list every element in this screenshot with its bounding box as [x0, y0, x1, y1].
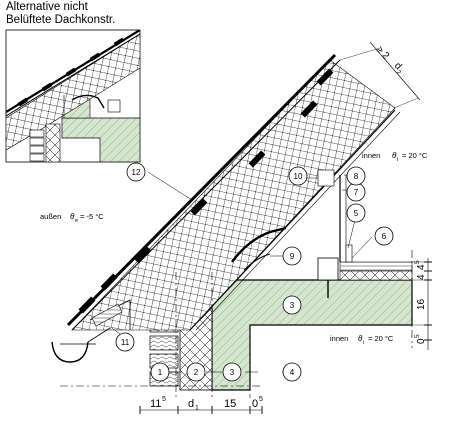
inside-top-symbol: θ	[392, 151, 397, 160]
dim-bottom-4: 0	[252, 398, 258, 410]
callout-circle-3	[222, 362, 242, 382]
inside-bottom-sub: i	[363, 340, 364, 346]
callout-circle-6	[374, 226, 394, 246]
callout-label-11: 11	[121, 338, 130, 347]
callout-label-3: 3	[290, 301, 295, 310]
callout-label-2: 2	[194, 368, 199, 377]
callout-circle-3	[282, 295, 302, 315]
callout-circle-1	[150, 362, 170, 382]
inside-bottom-value: = 20 °C	[368, 334, 394, 343]
callout-circle-10	[288, 166, 308, 186]
callout-label-4: 4	[290, 368, 295, 377]
inside-label-bottom: innen	[330, 334, 348, 343]
outside-temp-symbol: θ	[70, 212, 75, 221]
title-line-2: Belüftete Dachkonstr.	[6, 14, 116, 26]
inside-label-top: innen	[362, 151, 380, 160]
callout-circle-11	[115, 332, 135, 352]
dim-bottom-2: d	[188, 398, 194, 410]
inside-top-value: = 20 °C	[402, 151, 428, 160]
callout-circle-4	[282, 362, 302, 382]
callout-label-8: 8	[354, 172, 359, 181]
callout-circle-9	[282, 246, 302, 266]
dim-right-4: 0	[416, 338, 427, 344]
outside-temp-sub: e	[75, 218, 78, 224]
callout-label-3: 3	[230, 368, 235, 377]
dim-bottom-2-sub: 1	[195, 405, 199, 412]
callout-label-5: 5	[354, 209, 359, 218]
dim-right-1: 4	[416, 264, 427, 270]
dim-right-4-sup: 5	[414, 334, 421, 338]
callout-label-12: 12	[132, 168, 141, 177]
callout-label-7: 7	[354, 188, 359, 197]
callout-label-9: 9	[290, 252, 295, 261]
inset-detail	[5, 29, 141, 163]
dim-top-geq: ≥	[374, 44, 386, 56]
title-line-1: Alternative nicht	[6, 1, 88, 13]
dim-right-2: 4	[416, 274, 427, 280]
inside-bottom-symbol: θ	[358, 334, 363, 343]
dim-top-value: 2	[379, 50, 391, 62]
callout-circle-12	[126, 162, 146, 182]
gutter	[51, 341, 89, 363]
dim-top-d2: d	[392, 60, 404, 72]
callout-circle-8	[346, 166, 366, 186]
main-section-drawing	[51, 41, 432, 414]
outside-label: außen	[40, 212, 61, 221]
dim-bottom-4-sup: 5	[259, 396, 263, 403]
inside-top-sub: i	[397, 157, 398, 163]
callout-circle-2	[186, 362, 206, 382]
outside-temp-value: = -5 °C	[80, 212, 104, 221]
dim-right-3: 16	[416, 298, 427, 310]
callout-label-10: 10	[294, 172, 303, 181]
dim-bottom-3: 15	[224, 398, 236, 410]
callout-label-6: 6	[382, 232, 387, 241]
dim-right-1-sup: 5	[414, 260, 421, 264]
dim-bottom-1-sup: 5	[162, 396, 166, 403]
dim-bottom-1: 11	[150, 398, 161, 410]
callout-circle-5	[346, 203, 366, 223]
callout-label-1: 1	[158, 368, 163, 377]
dim-top-d2-sub: 2	[395, 69, 403, 77]
